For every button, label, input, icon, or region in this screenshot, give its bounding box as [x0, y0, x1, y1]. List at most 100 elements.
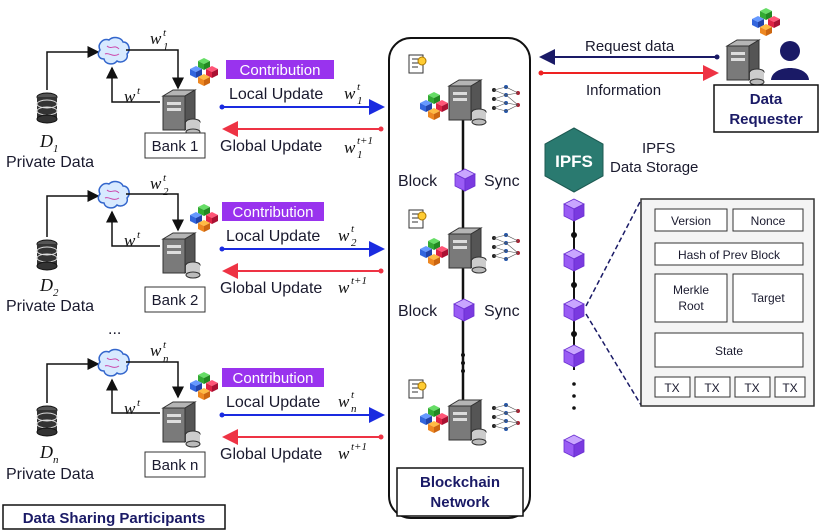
ipfs-block-icon — [563, 434, 585, 458]
ellipsis: ... — [108, 321, 121, 338]
svg-text:w: w — [124, 399, 136, 418]
bank-row-2: D 2 Private Data w t 2 w t Bank 2 — [6, 172, 218, 315]
svg-text:Block: Block — [398, 303, 438, 320]
sync-label: Sync — [484, 173, 520, 190]
requester-box — [713, 84, 819, 133]
node-server-icon — [448, 227, 487, 274]
database-icon — [36, 92, 58, 124]
svg-text:w: w — [338, 444, 350, 463]
block-label: Block — [398, 173, 438, 190]
svg-text:Local Update: Local Update — [226, 228, 320, 245]
svg-text:2: 2 — [53, 287, 59, 299]
bank-row-n: D n Private Data w t n w t Bank n — [6, 339, 218, 483]
ipfs-block-icon — [563, 344, 585, 368]
svg-text:IPFS: IPFS — [555, 152, 593, 171]
participants-label: Data Sharing Participants — [23, 510, 206, 527]
merkle-root-field: Merkle — [673, 283, 709, 297]
svg-text:w: w — [150, 341, 162, 360]
block-cube-icon — [453, 298, 475, 322]
svg-text:Bank 2: Bank 2 — [152, 292, 199, 309]
ipfs-storage: IPFS IPFS Data Storage — [544, 127, 698, 458]
svg-text:t: t — [163, 172, 167, 184]
data-var: D — [39, 131, 53, 151]
svg-text:Global Update: Global Update — [220, 446, 322, 463]
participants-box — [2, 504, 226, 530]
w-local: w — [150, 29, 162, 48]
bank-row-1: D 1 Private Data w t 1 w t Bank 1 — [6, 27, 218, 171]
svg-text:t: t — [137, 229, 141, 241]
svg-text:Requester: Requester — [729, 111, 803, 128]
update-flow-1: Contribution Local Update w t 1 Global U… — [219, 60, 385, 161]
contract-doc-icon — [408, 54, 427, 74]
svg-text:t: t — [163, 27, 167, 39]
svg-text:Contribution: Contribution — [233, 204, 314, 221]
svg-text:t: t — [137, 397, 141, 409]
svg-text:Bank n: Bank n — [152, 457, 199, 474]
request-data-label: Request data — [585, 38, 675, 55]
svg-text:Local Update: Local Update — [226, 394, 320, 411]
contribution-cubes-icon — [190, 58, 218, 86]
svg-text:t+1: t+1 — [351, 441, 367, 453]
brain-icon — [97, 180, 130, 209]
contribution-cubes-icon — [190, 204, 218, 232]
svg-text:Global Update: Global Update — [220, 280, 322, 297]
nonce-field: Nonce — [751, 214, 786, 228]
target-field: Target — [751, 291, 785, 305]
svg-text:1: 1 — [357, 95, 363, 107]
svg-text:t+1: t+1 — [351, 275, 367, 287]
svg-text:t+1: t+1 — [357, 135, 373, 147]
svg-text:Sync: Sync — [484, 303, 520, 320]
svg-text:n: n — [351, 403, 357, 415]
prev-hash-field: Hash of Prev Block — [678, 248, 781, 262]
update-flow-2: Contribution Local Update w t 2 Global U… — [219, 202, 385, 297]
private-data-label: Private Data — [6, 298, 94, 315]
database-icon — [36, 405, 58, 437]
svg-text:Root: Root — [678, 299, 704, 313]
bank-server-icon — [162, 89, 201, 136]
svg-text:Contribution: Contribution — [240, 62, 321, 79]
brain-icon — [97, 36, 130, 65]
contribution-badge — [222, 368, 324, 387]
svg-text:n: n — [53, 454, 59, 466]
w-global: w — [124, 87, 136, 106]
tx-field: TX — [664, 381, 679, 395]
svg-text:D: D — [39, 275, 53, 295]
database-icon — [36, 239, 58, 271]
svg-text:w: w — [344, 138, 356, 157]
svg-text:2: 2 — [163, 186, 169, 198]
node-server-icon — [448, 399, 487, 446]
svg-text:t: t — [137, 85, 141, 97]
bank-box — [144, 451, 206, 478]
contract-doc-icon — [408, 379, 427, 399]
tx-field: TX — [782, 381, 797, 395]
node-server-icon — [448, 79, 487, 126]
svg-text:Network: Network — [430, 494, 490, 511]
svg-text:w: w — [344, 84, 356, 103]
svg-text:t: t — [357, 81, 361, 93]
global-update-label: Global Update — [220, 138, 322, 155]
private-data-label: Private Data — [6, 466, 94, 483]
bank-server-icon — [162, 401, 201, 448]
svg-text:D: D — [39, 442, 53, 462]
svg-text:Blockchain: Blockchain — [420, 474, 500, 491]
contribution-badge — [226, 60, 334, 79]
svg-text:Data: Data — [750, 91, 783, 108]
state-field: State — [715, 344, 743, 358]
update-flow-n: Contribution Local Update w t n Global U… — [219, 368, 385, 463]
data-sub: 1 — [53, 143, 59, 155]
network-label-box — [396, 467, 524, 517]
svg-text:1: 1 — [357, 149, 363, 161]
bank-name: Bank 1 — [152, 138, 199, 155]
network-container — [388, 37, 531, 519]
svg-text:t: t — [351, 389, 355, 401]
ipfs-block-icon — [563, 198, 585, 222]
requester-cubes-icon — [752, 8, 780, 36]
ipfs-title: IPFS — [642, 140, 675, 157]
tx-field: TX — [704, 381, 719, 395]
svg-text:w: w — [338, 278, 350, 297]
local-update-label: Local Update — [229, 86, 323, 103]
svg-text:w: w — [150, 174, 162, 193]
requester-flow: Request data Information Data Requester — [538, 8, 819, 133]
version-field: Version — [671, 214, 711, 228]
bank-box — [144, 286, 206, 313]
